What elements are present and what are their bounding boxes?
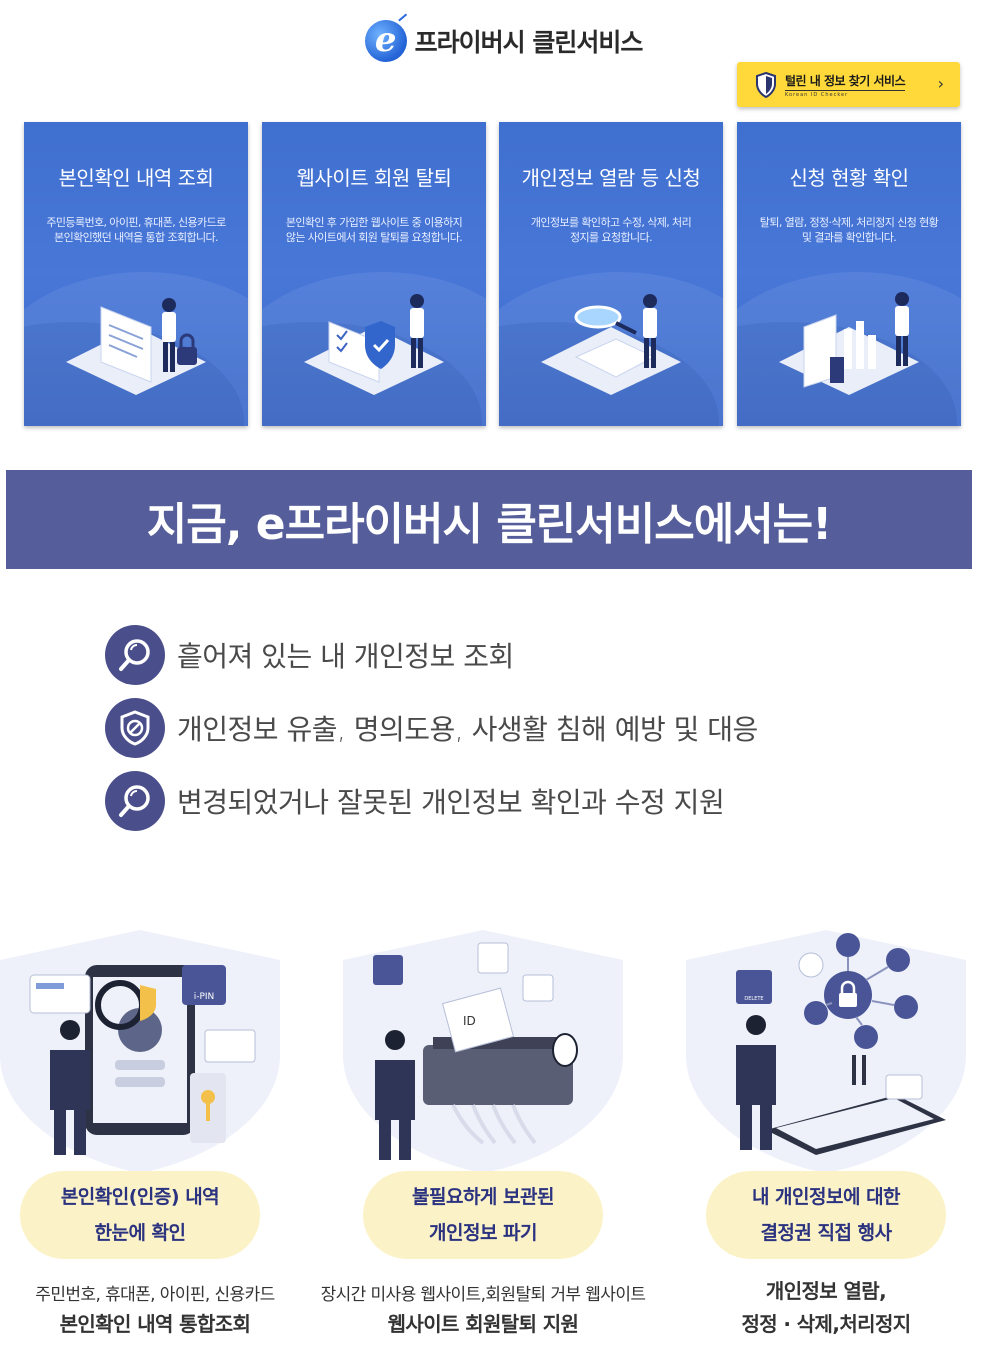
feature-list: 흩어져 있는 내 개인정보 조회 개인정보 유출, 명의도용, 사생활 침해 예… (105, 625, 885, 844)
panel-footnote-bold: 웹사이트 회원탈퇴 지원 (387, 1312, 579, 1336)
panel-pill: 내 개인정보에 대한 결정권 직접 행사 (706, 1171, 946, 1259)
magnifier-illustration-icon (541, 294, 681, 395)
panel-footnote-bold: 개인정보 열람, (765, 1279, 887, 1303)
banner-text: 지금, e프라이버시 클린서비스에서는! (146, 498, 832, 550)
panel-pill: 불필요하게 보관된 개인정보 파기 (363, 1171, 603, 1259)
ipin-badge: i-PIN (194, 992, 215, 1002)
headline-banner: 지금, e프라이버시 클린서비스에서는! (6, 470, 972, 569)
list-item: 흩어져 있는 내 개인정보 조회 (105, 625, 885, 685)
status-chart-illustration-icon (779, 292, 919, 395)
korean-id-checker-button[interactable]: 털린 내 정보 찾기 서비스 Korean ID Checker › (737, 62, 960, 107)
panel-self-determination: DELETE 내 개인정보에 대한 결정권 직접 행사 개인정보 열람, 정정 … (661, 925, 991, 1355)
panel-footnote-bold: 본인확인 내역 통합조회 (59, 1312, 251, 1336)
logo-e-icon[interactable]: e (364, 20, 407, 62)
chevron-right-icon: › (937, 74, 944, 93)
header: e 프라이버시 클린서비스 (0, 18, 1007, 64)
panel-data-destruction: ID 불필요하게 보관된 개인정보 파기 장시간 미사용 웹사이트,회원탈퇴 거… (318, 925, 648, 1355)
phone-magnifier-illustration-icon: i-PIN (0, 930, 280, 1173)
panel-identity-check: i-PIN 본인확인(인증) 내역 한눈에 확인 주민번호, 휴대폰, 아이핀,… (0, 925, 305, 1355)
panel-pill: 본인확인(인증) 내역 한눈에 확인 (20, 1171, 260, 1259)
shield-block-icon (105, 698, 165, 758)
card-title: 본인확인 내역 조회 (58, 166, 214, 190)
id-badge: ID (463, 1014, 476, 1028)
card-title: 웹사이트 회원 탈퇴 (296, 166, 452, 190)
magnifier-icon (105, 771, 165, 831)
list-item: 개인정보 유출, 명의도용, 사생활 침해 예방 및 대응 (105, 698, 885, 758)
card-title: 신청 현황 확인 (789, 166, 909, 190)
feature-label: 흩어져 있는 내 개인정보 조회 (177, 640, 514, 673)
document-lock-illustration-icon (66, 298, 206, 395)
checklist-shield-illustration-icon (304, 294, 444, 395)
delete-badge: DELETE (744, 996, 763, 1002)
feature-label: 변경되었거나 잘못된 개인정보 확인과 수정 지원 (177, 786, 725, 819)
brand-title: 프라이버시 클린서비스 (414, 28, 644, 57)
shredder-illustration-icon: ID (343, 930, 623, 1173)
panel-footnote: 주민번호, 휴대폰, 아이핀, 신용카드 (35, 1285, 275, 1305)
shield-icon (756, 71, 776, 98)
panel-footnote: 장시간 미사용 웹사이트,회원탈퇴 거부 웹사이트 (320, 1285, 646, 1305)
card-title: 개인정보 열람 등 신청 (521, 166, 701, 190)
checker-sublabel: Korean ID Checker (785, 91, 849, 98)
list-item: 변경되었거나 잘못된 개인정보 확인과 수정 지원 (105, 771, 885, 831)
checker-label: 털린 내 정보 찾기 서비스 (785, 72, 906, 91)
network-lock-illustration-icon: DELETE (686, 930, 966, 1173)
magnifier-icon (105, 625, 165, 685)
panel-footnote-bold: 정정 · 삭제,처리정지 (741, 1312, 911, 1336)
feature-label: 개인정보 유출, 명의도용, 사생활 침해 예방 및 대응 (177, 713, 758, 746)
